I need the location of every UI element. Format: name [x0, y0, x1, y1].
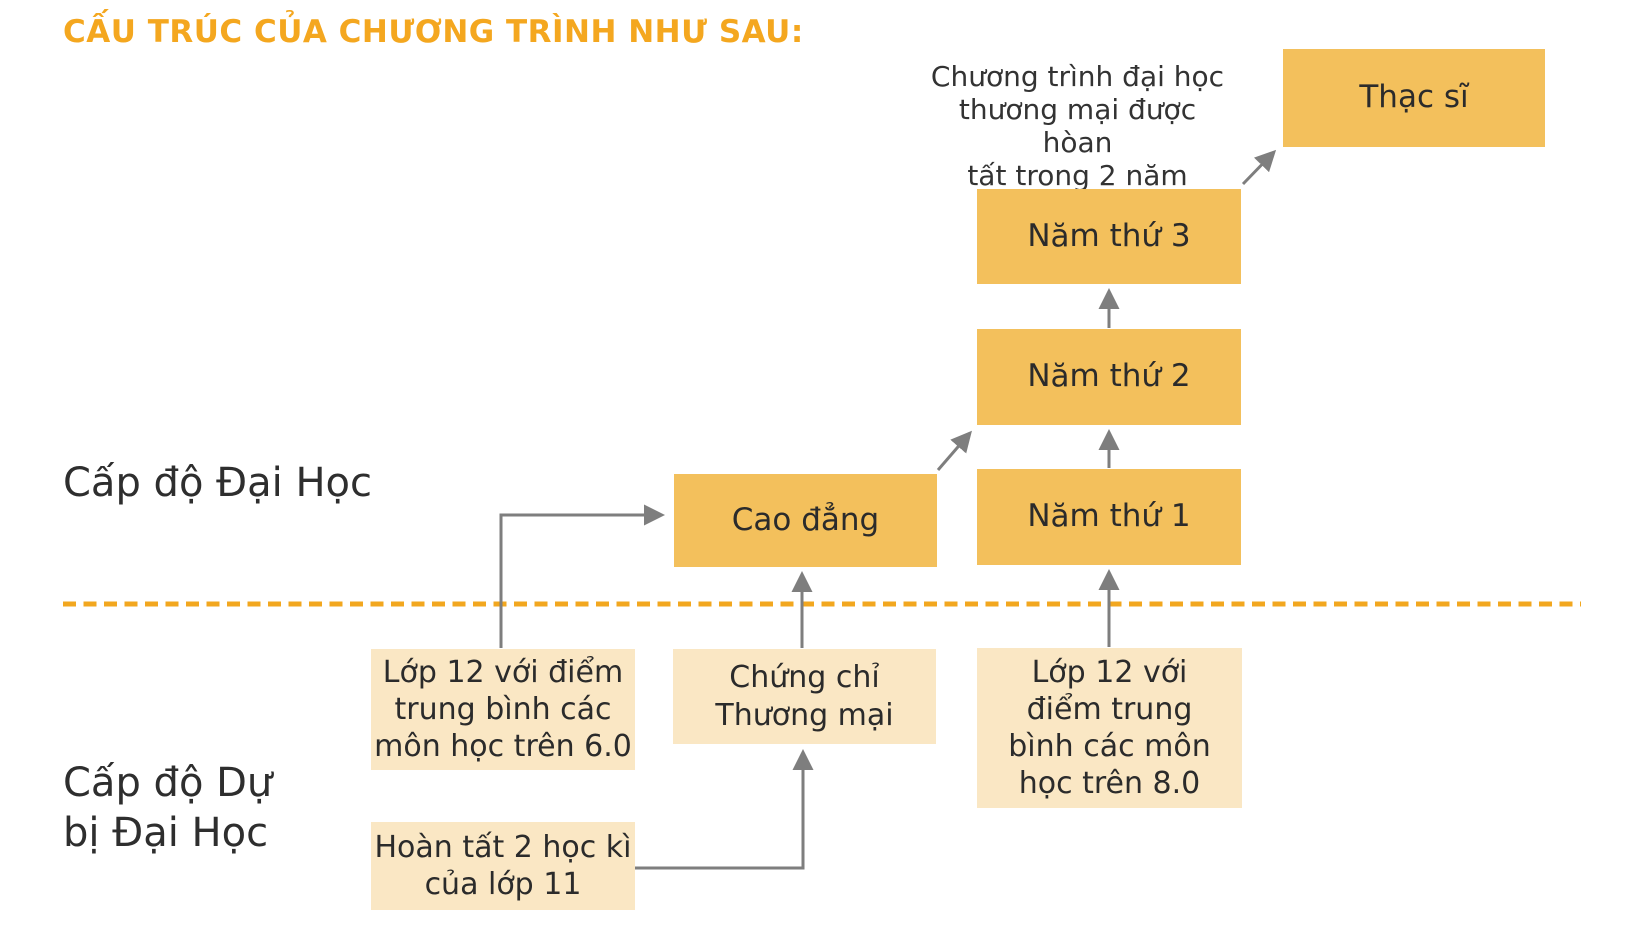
node-grade12-avg8: Lớp 12 với điểm trung bình các môn học t…	[977, 648, 1242, 808]
node-grade12-avg6: Lớp 12 với điểm trung bình các môn học t…	[371, 649, 635, 770]
node-masters: Thạc sĩ	[1283, 49, 1545, 147]
arrow-grade11-to-commerce-cert	[635, 749, 814, 870]
arrow-year3-to-masters	[1241, 149, 1277, 186]
node-year3-label: Năm thứ 3	[1027, 217, 1191, 254]
node-grade12-avg6-line: môn học trên 6.0	[374, 729, 632, 765]
node-commerce-cert: Chứng chỉ Thương mại	[673, 649, 936, 744]
label-foundation-level: Cấp độ Dự bị Đại Học	[63, 758, 272, 858]
node-year2: Năm thứ 2	[977, 329, 1241, 425]
node-grade12-avg8-line: bình các môn	[1008, 729, 1211, 764]
node-commerce-cert-line: Chứng chỉ	[729, 660, 880, 696]
page-title: CẤU TRÚC CỦA CHƯƠNG TRÌNH NHƯ SAU:	[63, 14, 804, 50]
annotation-line: tất trong 2 năm	[967, 159, 1188, 193]
node-grade12-avg8-line: học trên 8.0	[1018, 766, 1201, 802]
label-foundation-level-line: Cấp độ Dự	[63, 760, 273, 806]
node-grade12-avg6-line: Lớp 12 với điểm	[382, 654, 624, 690]
node-commerce-cert-line: Thương mại	[715, 697, 894, 733]
node-grade11-line: của lớp 11	[424, 867, 582, 902]
node-grade11: Hoàn tất 2 học kì của lớp 11	[371, 822, 635, 910]
node-year3: Năm thứ 3	[977, 189, 1241, 284]
node-grade11-line: Hoàn tất 2 học kì	[374, 829, 632, 865]
node-year1-label: Năm thứ 1	[1027, 498, 1191, 535]
label-foundation-level-line: bị Đại Học	[63, 810, 269, 856]
node-grade12-avg8-line: điểm trung	[1026, 691, 1193, 727]
annotation-line: Chương trình đại học	[930, 60, 1225, 93]
node-grade12-avg6-line: trung bình các	[394, 691, 612, 727]
arrow-grade12-avg6-to-college	[499, 504, 665, 648]
arrow-college-to-year2	[936, 430, 972, 471]
node-college-label: Cao đẳng	[731, 501, 880, 538]
node-masters-label: Thạc sĩ	[1359, 79, 1469, 116]
node-year1: Năm thứ 1	[977, 469, 1241, 565]
node-grade12-avg8-line: Lớp 12 với	[1031, 654, 1188, 690]
annotation-line: thương mại được hòan	[958, 93, 1197, 160]
annotation-2year-note: Chương trình đại học thương mại được hòa…	[920, 60, 1235, 192]
node-year2-label: Năm thứ 2	[1027, 358, 1191, 395]
label-university-level: Cấp độ Đại Học	[63, 460, 373, 506]
node-college: Cao đẳng	[674, 474, 937, 567]
